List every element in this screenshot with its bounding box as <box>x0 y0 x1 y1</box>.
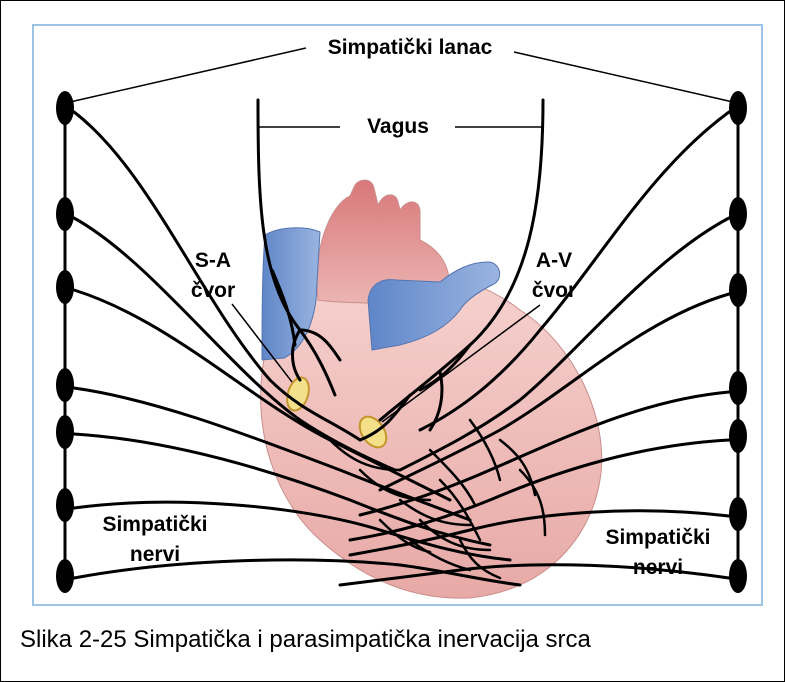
sympathetic-nerves-right-label-line1: Simpatički <box>605 526 710 549</box>
right-sympathetic-chain <box>729 91 747 593</box>
av-node-label-line1: A-V <box>536 249 572 272</box>
sympathetic-nerves-left-label-line1: Simpatički <box>102 513 207 536</box>
figure-caption: Slika 2-25 Simpatička i parasimpatička i… <box>20 626 591 654</box>
left-sympathetic-chain <box>56 91 74 593</box>
vagus-label: Vagus <box>367 115 429 138</box>
sympathetic-nerves-left-label-line2: nervi <box>130 543 180 566</box>
sa-node-label-line2: čvor <box>191 279 235 302</box>
sympathetic-nerves-right-label-line2: nervi <box>633 556 683 579</box>
sympathetic-chain-label: Simpatički lanac <box>328 36 493 59</box>
sa-node-label-line1: S-A <box>195 249 231 272</box>
av-node-label-line2: čvor <box>532 279 576 302</box>
